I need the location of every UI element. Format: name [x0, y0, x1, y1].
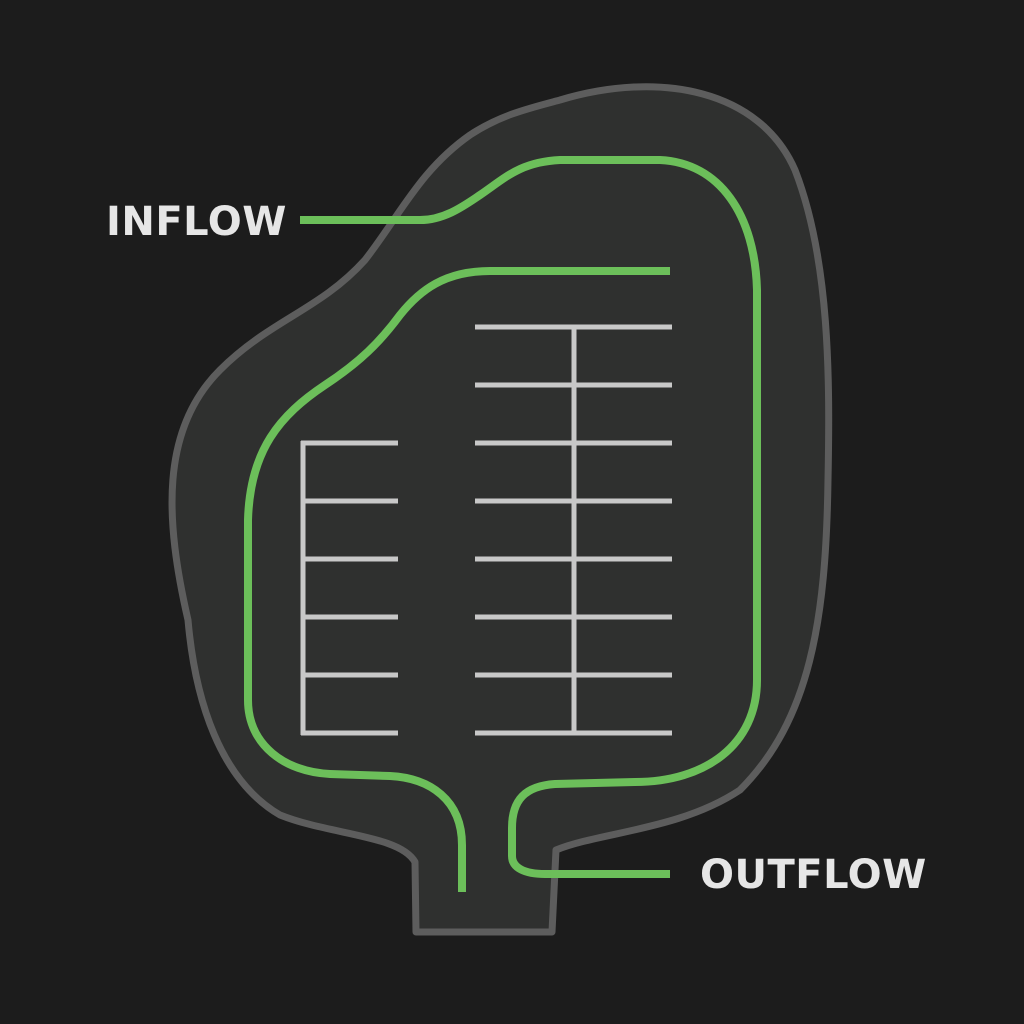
chamber-body — [168, 83, 833, 936]
outflow-label: OUTFLOW — [700, 852, 927, 898]
inflow-label: INFLOW — [106, 199, 287, 245]
right-grid — [475, 324, 672, 736]
flow-path-outer — [300, 156, 761, 878]
flow-path-inner — [244, 267, 670, 892]
left-grid — [300, 440, 398, 736]
